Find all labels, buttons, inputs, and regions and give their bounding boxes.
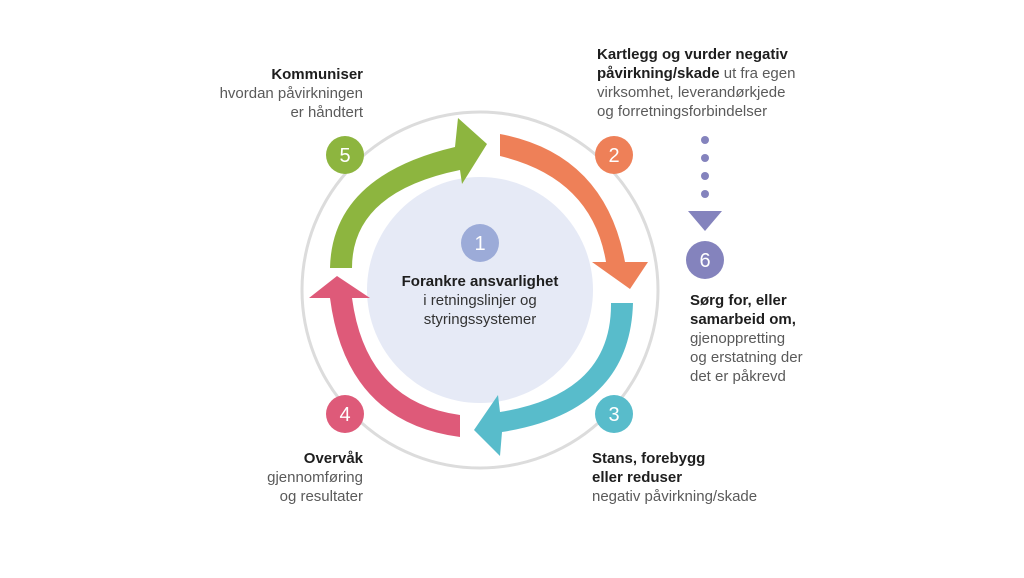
badge-step-4: 4 [326, 395, 364, 433]
center-circle [367, 177, 593, 403]
center-title: Forankre ansvarlighet [401, 273, 559, 290]
step-4-text-2: og resultater [279, 488, 363, 505]
step-6-text-2: og erstatning der [690, 349, 803, 366]
step-6-title-2: samarbeid om, [690, 311, 796, 328]
arrow-step-4 [309, 276, 460, 437]
step-3-label: Stans, forebygg eller reduser negativ på… [592, 449, 757, 506]
badge-step-3: 3 [595, 395, 633, 433]
step-3-text-1: negativ påvirkning/skade [592, 488, 758, 505]
step-4-label: Overvåk gjennomføring og resultater [267, 449, 363, 506]
step-4-text-1: gjennomføring [267, 469, 363, 486]
svg-text:1: 1 [474, 233, 485, 255]
outer-ring [300, 110, 660, 470]
dotted-connector [701, 136, 709, 198]
badge-step-1: 1 [461, 224, 499, 262]
step-2-text-2: virksomhet, leverandørkjede [597, 84, 786, 101]
step-6-text-1: gjenoppretting [690, 330, 786, 347]
center-line-3: styringssystemer [423, 311, 537, 328]
svg-text:6: 6 [699, 250, 710, 272]
arrow-step-2 [500, 134, 648, 289]
step-6-text-3: det er påkrevd [690, 368, 786, 385]
step-2-text-3: og forretningsforbindelser [597, 103, 768, 120]
step-2-label: Kartlegg og vurder negativ påvirkning/sk… [597, 45, 795, 121]
center-line-2: i retningslinjer og [423, 292, 537, 309]
step-5-text-2: er håndtert [290, 104, 363, 121]
step-5-title: Kommuniser [271, 66, 363, 83]
center-label: Forankre ansvarlighet i retningslinjer o… [380, 272, 580, 329]
arrow-step-5 [330, 118, 487, 268]
step-4-title: Overvåk [303, 450, 363, 467]
step-6-label: Sørg for, eller samarbeid om, gjenoppret… [690, 291, 803, 386]
badge-step-2: 2 [595, 136, 633, 174]
step-5-label: Kommuniser hvordan påvirkningen er håndt… [220, 65, 363, 122]
svg-text:2: 2 [608, 145, 619, 167]
step-3-title: Stans, forebygg [592, 450, 706, 467]
connector-arrowhead [688, 211, 722, 231]
badge-step-5: 5 [326, 136, 364, 174]
svg-text:5: 5 [339, 145, 350, 167]
step-3-title-2: eller reduser [592, 469, 683, 486]
svg-text:3: 3 [608, 404, 619, 426]
arrow-step-3 [474, 303, 633, 456]
step-6-title: Sørg for, eller [690, 292, 787, 309]
svg-text:4: 4 [339, 404, 350, 426]
step-2-title-2: påvirkning/skade [597, 65, 720, 82]
badge-step-6: 6 [686, 241, 724, 279]
step-2-title: Kartlegg og vurder negativ [597, 46, 788, 63]
step-2-text-1: ut fra egen [719, 65, 796, 82]
step-5-text-1: hvordan påvirkningen [219, 85, 363, 102]
